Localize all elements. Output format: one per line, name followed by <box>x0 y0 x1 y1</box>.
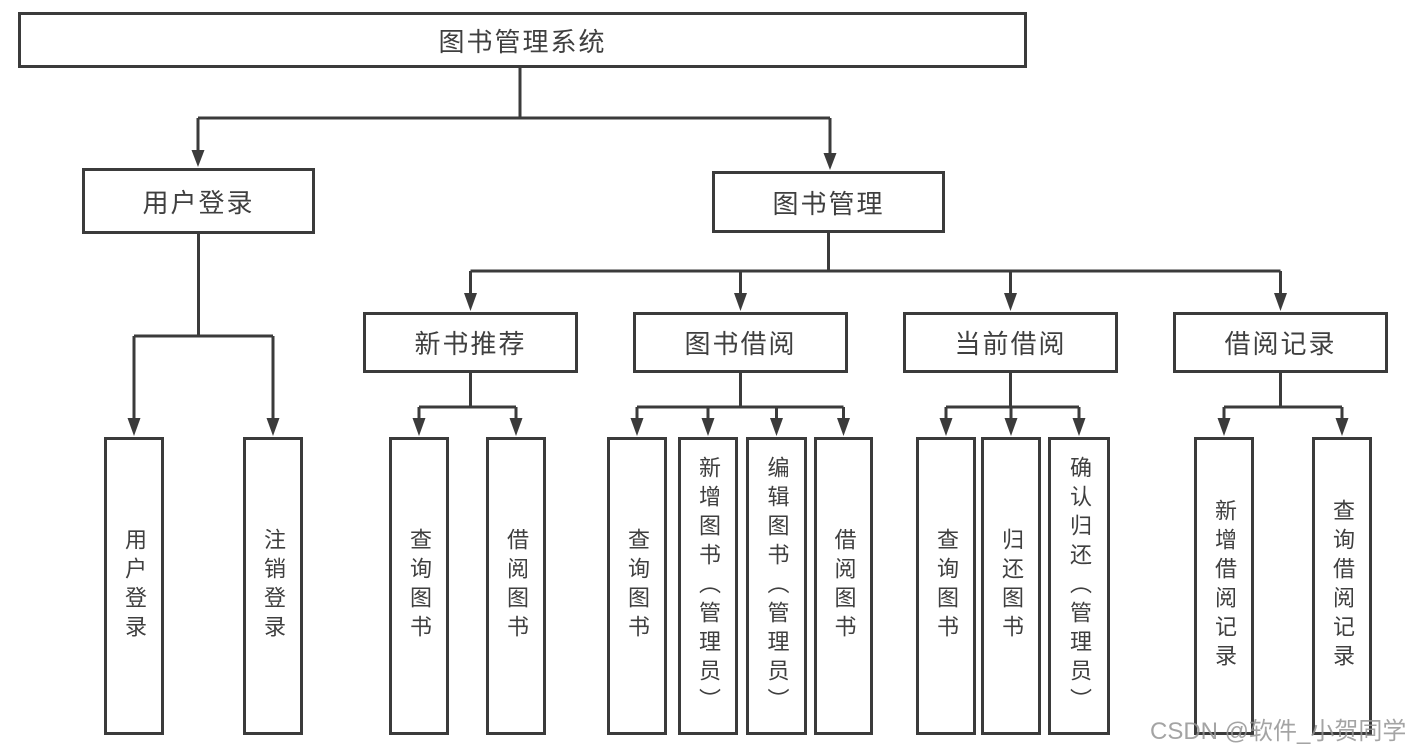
node-label: 图书借阅 <box>684 329 797 359</box>
leaf-current-query-books: 查询图书 <box>916 437 976 735</box>
node-label: 查询图书 <box>934 528 959 644</box>
node-label: 借阅图书 <box>504 528 529 644</box>
node-label: 图书管理系统 <box>438 26 607 57</box>
node-label: 借阅记录 <box>1224 329 1337 359</box>
connector-current-borrow <box>944 373 1081 418</box>
connector-user-login <box>132 234 275 418</box>
leaf-borrow-borrow-books: 借阅图书 <box>814 437 873 735</box>
leaf-logout-login: 注销登录 <box>243 437 303 735</box>
node-new-book-recommend: 新书推荐 <box>363 312 578 373</box>
node-library-management-system: 图书管理系统 <box>18 12 1027 68</box>
node-user-login: 用户登录 <box>82 168 315 234</box>
node-book-borrow: 图书借阅 <box>633 312 848 373</box>
node-label: 查询借阅记录 <box>1330 499 1355 673</box>
connector-borrow-records <box>1222 373 1344 418</box>
leaf-borrow-query-books: 查询图书 <box>607 437 667 735</box>
node-label: 查询图书 <box>407 528 432 644</box>
node-book-management: 图书管理 <box>712 171 945 233</box>
node-label: 当前借阅 <box>954 329 1067 359</box>
node-borrow-records: 借阅记录 <box>1173 312 1388 373</box>
connector-root <box>196 67 832 153</box>
connector-new-book-recommend <box>417 373 518 418</box>
leaf-records-query-record: 查询借阅记录 <box>1312 437 1372 735</box>
leaf-borrow-add-books-admin: 新增图书（管理员） <box>678 437 738 735</box>
node-label: 新书推荐 <box>414 329 527 359</box>
connector-book-borrow <box>635 373 845 418</box>
leaf-user-login: 用户登录 <box>104 437 164 735</box>
leaf-records-add-record: 新增借阅记录 <box>1194 437 1254 735</box>
node-label: 图书管理 <box>772 188 885 219</box>
node-label: 确认归还（管理员） <box>1067 455 1092 717</box>
node-label: 编辑图书（管理员） <box>764 455 790 717</box>
node-label: 用户登录 <box>142 187 255 218</box>
node-label: 新增图书（管理员） <box>696 455 721 717</box>
leaf-borrow-edit-books-admin: 编辑图书（管理员） <box>746 437 807 735</box>
node-label: 用户登录 <box>122 528 147 644</box>
node-label: 新增借阅记录 <box>1212 499 1237 673</box>
node-label: 注销登录 <box>261 528 286 644</box>
node-label: 借阅图书 <box>831 528 857 644</box>
connector-book-management <box>469 233 1282 293</box>
node-label: 归还图书 <box>999 528 1024 644</box>
leaf-current-return-books: 归还图书 <box>981 437 1041 735</box>
leaf-newrec-borrow-books: 借阅图书 <box>486 437 546 735</box>
leaf-newrec-query-books: 查询图书 <box>389 437 449 735</box>
node-current-borrow: 当前借阅 <box>903 312 1118 373</box>
leaf-current-confirm-return-admin: 确认归还（管理员） <box>1048 437 1110 735</box>
node-label: 查询图书 <box>625 528 650 644</box>
